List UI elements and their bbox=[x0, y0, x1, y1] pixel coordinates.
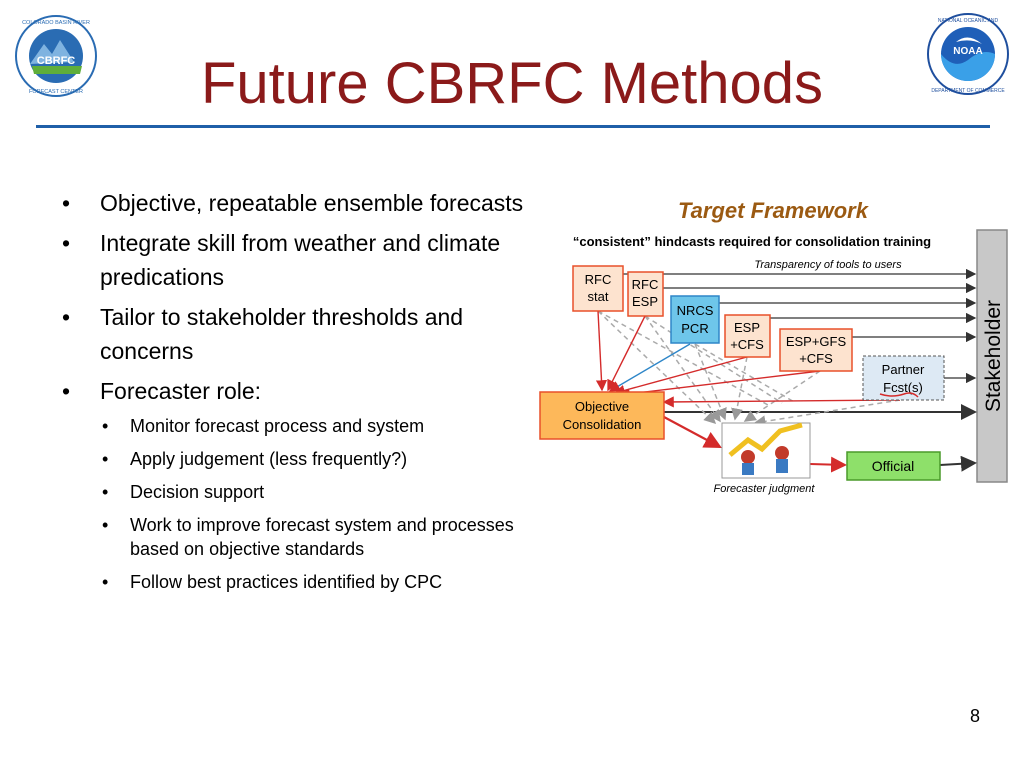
svg-text:NRCS: NRCS bbox=[677, 303, 714, 318]
noaa-logo-text: NOAA bbox=[953, 46, 982, 57]
bullet-item: Tailor to stakeholder thresholds and con… bbox=[58, 300, 528, 368]
cbrfc-logo: CBRFC COLORADO BASIN RIVER FORECAST CENT… bbox=[15, 15, 97, 97]
diagram-subtitle: “consistent” hindcasts required for cons… bbox=[573, 234, 931, 249]
box-rfc-stat: RFC stat bbox=[572, 265, 624, 312]
svg-text:Fcst(s): Fcst(s) bbox=[883, 380, 923, 395]
sub-bullet-item: Work to improve forecast system and proc… bbox=[100, 513, 528, 561]
sub-bullet-item: Decision support bbox=[100, 480, 528, 504]
svg-text:stat: stat bbox=[588, 289, 609, 304]
stakeholder-bar bbox=[976, 229, 1008, 483]
svg-text:Objective: Objective bbox=[575, 399, 629, 414]
sub-bullet-item: Monitor forecast process and system bbox=[100, 414, 528, 438]
bullet-item: Forecaster role: bbox=[58, 374, 528, 408]
svg-text:Official: Official bbox=[872, 458, 915, 474]
box-esp-cfs: ESP +CFS bbox=[724, 314, 771, 358]
forecaster-clipart bbox=[721, 422, 811, 479]
svg-text:ESP+GFS: ESP+GFS bbox=[786, 334, 847, 349]
box-esp-gfs-cfs: ESP+GFS +CFS bbox=[779, 328, 853, 372]
box-partner: Partner Fcst(s) bbox=[862, 355, 945, 401]
bullet-item: Objective, repeatable ensemble forecasts bbox=[58, 186, 528, 220]
svg-text:+CFS: +CFS bbox=[799, 351, 833, 366]
svg-text:Consolidation: Consolidation bbox=[563, 417, 642, 432]
box-official: Official bbox=[846, 451, 941, 481]
title-divider bbox=[36, 125, 990, 128]
svg-text:Partner: Partner bbox=[882, 362, 925, 377]
slide-title: Future CBRFC Methods bbox=[200, 51, 824, 116]
cbrfc-logo-text: CBRFC bbox=[37, 55, 76, 67]
svg-text:FORECAST CENTER: FORECAST CENTER bbox=[29, 89, 83, 95]
svg-text:RFC: RFC bbox=[632, 277, 659, 292]
forecaster-note: Forecaster judgment bbox=[714, 483, 816, 495]
sub-bullet-item: Apply judgement (less frequently?) bbox=[100, 447, 528, 471]
page-number: 8 bbox=[969, 706, 980, 726]
target-framework-diagram: Target Framework “consistent” hindcasts … bbox=[539, 198, 1008, 495]
sub-bullet-item: Follow best practices identified by CPC bbox=[100, 570, 528, 594]
noaa-logo: NOAA NATIONAL OCEANIC AND DEPARTMENT OF … bbox=[927, 13, 1009, 95]
bullet-item: Integrate skill from weather and climate… bbox=[58, 226, 528, 294]
svg-text:DEPARTMENT OF COMMERCE: DEPARTMENT OF COMMERCE bbox=[931, 88, 1005, 94]
svg-text:PCR: PCR bbox=[681, 321, 708, 336]
svg-text:ESP: ESP bbox=[632, 294, 658, 309]
transparency-note: Transparency of tools to users bbox=[754, 259, 902, 271]
svg-text:RFC: RFC bbox=[585, 272, 612, 287]
svg-text:NATIONAL OCEANIC AND: NATIONAL OCEANIC AND bbox=[938, 18, 999, 24]
svg-text:ESP: ESP bbox=[734, 320, 760, 335]
diagram-title: Target Framework bbox=[678, 198, 870, 223]
svg-text:+CFS: +CFS bbox=[730, 337, 764, 352]
stakeholder-label: Stakeholder bbox=[982, 300, 1005, 412]
box-objective-consolidation: Objective Consolidation bbox=[539, 391, 665, 440]
svg-text:COLORADO BASIN RIVER: COLORADO BASIN RIVER bbox=[22, 20, 90, 26]
bullet-list: Objective, repeatable ensemble forecasts… bbox=[58, 186, 528, 603]
box-rfc-esp: RFC ESP bbox=[627, 271, 664, 317]
box-nrcs-pcr: NRCS PCR bbox=[670, 295, 720, 344]
